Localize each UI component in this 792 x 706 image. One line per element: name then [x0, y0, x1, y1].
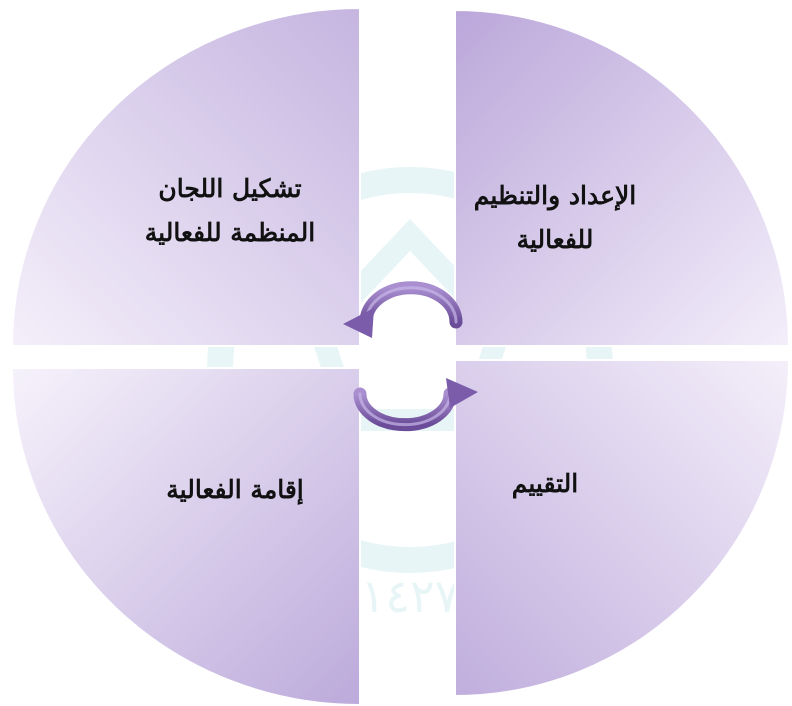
label-evaluation: التقييم	[511, 469, 579, 498]
arrow-head-left-icon	[343, 308, 374, 338]
label-hold-event: إقامة الفعالية	[166, 475, 304, 504]
quadrant-top-right	[454, 8, 791, 347]
quadrant-bottom-left	[10, 367, 361, 706]
quadrant-top-left	[10, 6, 361, 347]
quadrant-bottom-right	[454, 359, 791, 698]
cycle-arrow-top	[359, 281, 463, 329]
label-form-committees: تشكيل اللجان المنظمة للفعالية	[144, 174, 316, 247]
watermark-text: ١٤٢٧	[361, 569, 460, 623]
arrow-head-right-icon	[446, 378, 478, 408]
cycle-arrows	[343, 281, 478, 432]
label-prepare-organize: الإعداد والتنظيم للفعالية	[473, 181, 637, 254]
